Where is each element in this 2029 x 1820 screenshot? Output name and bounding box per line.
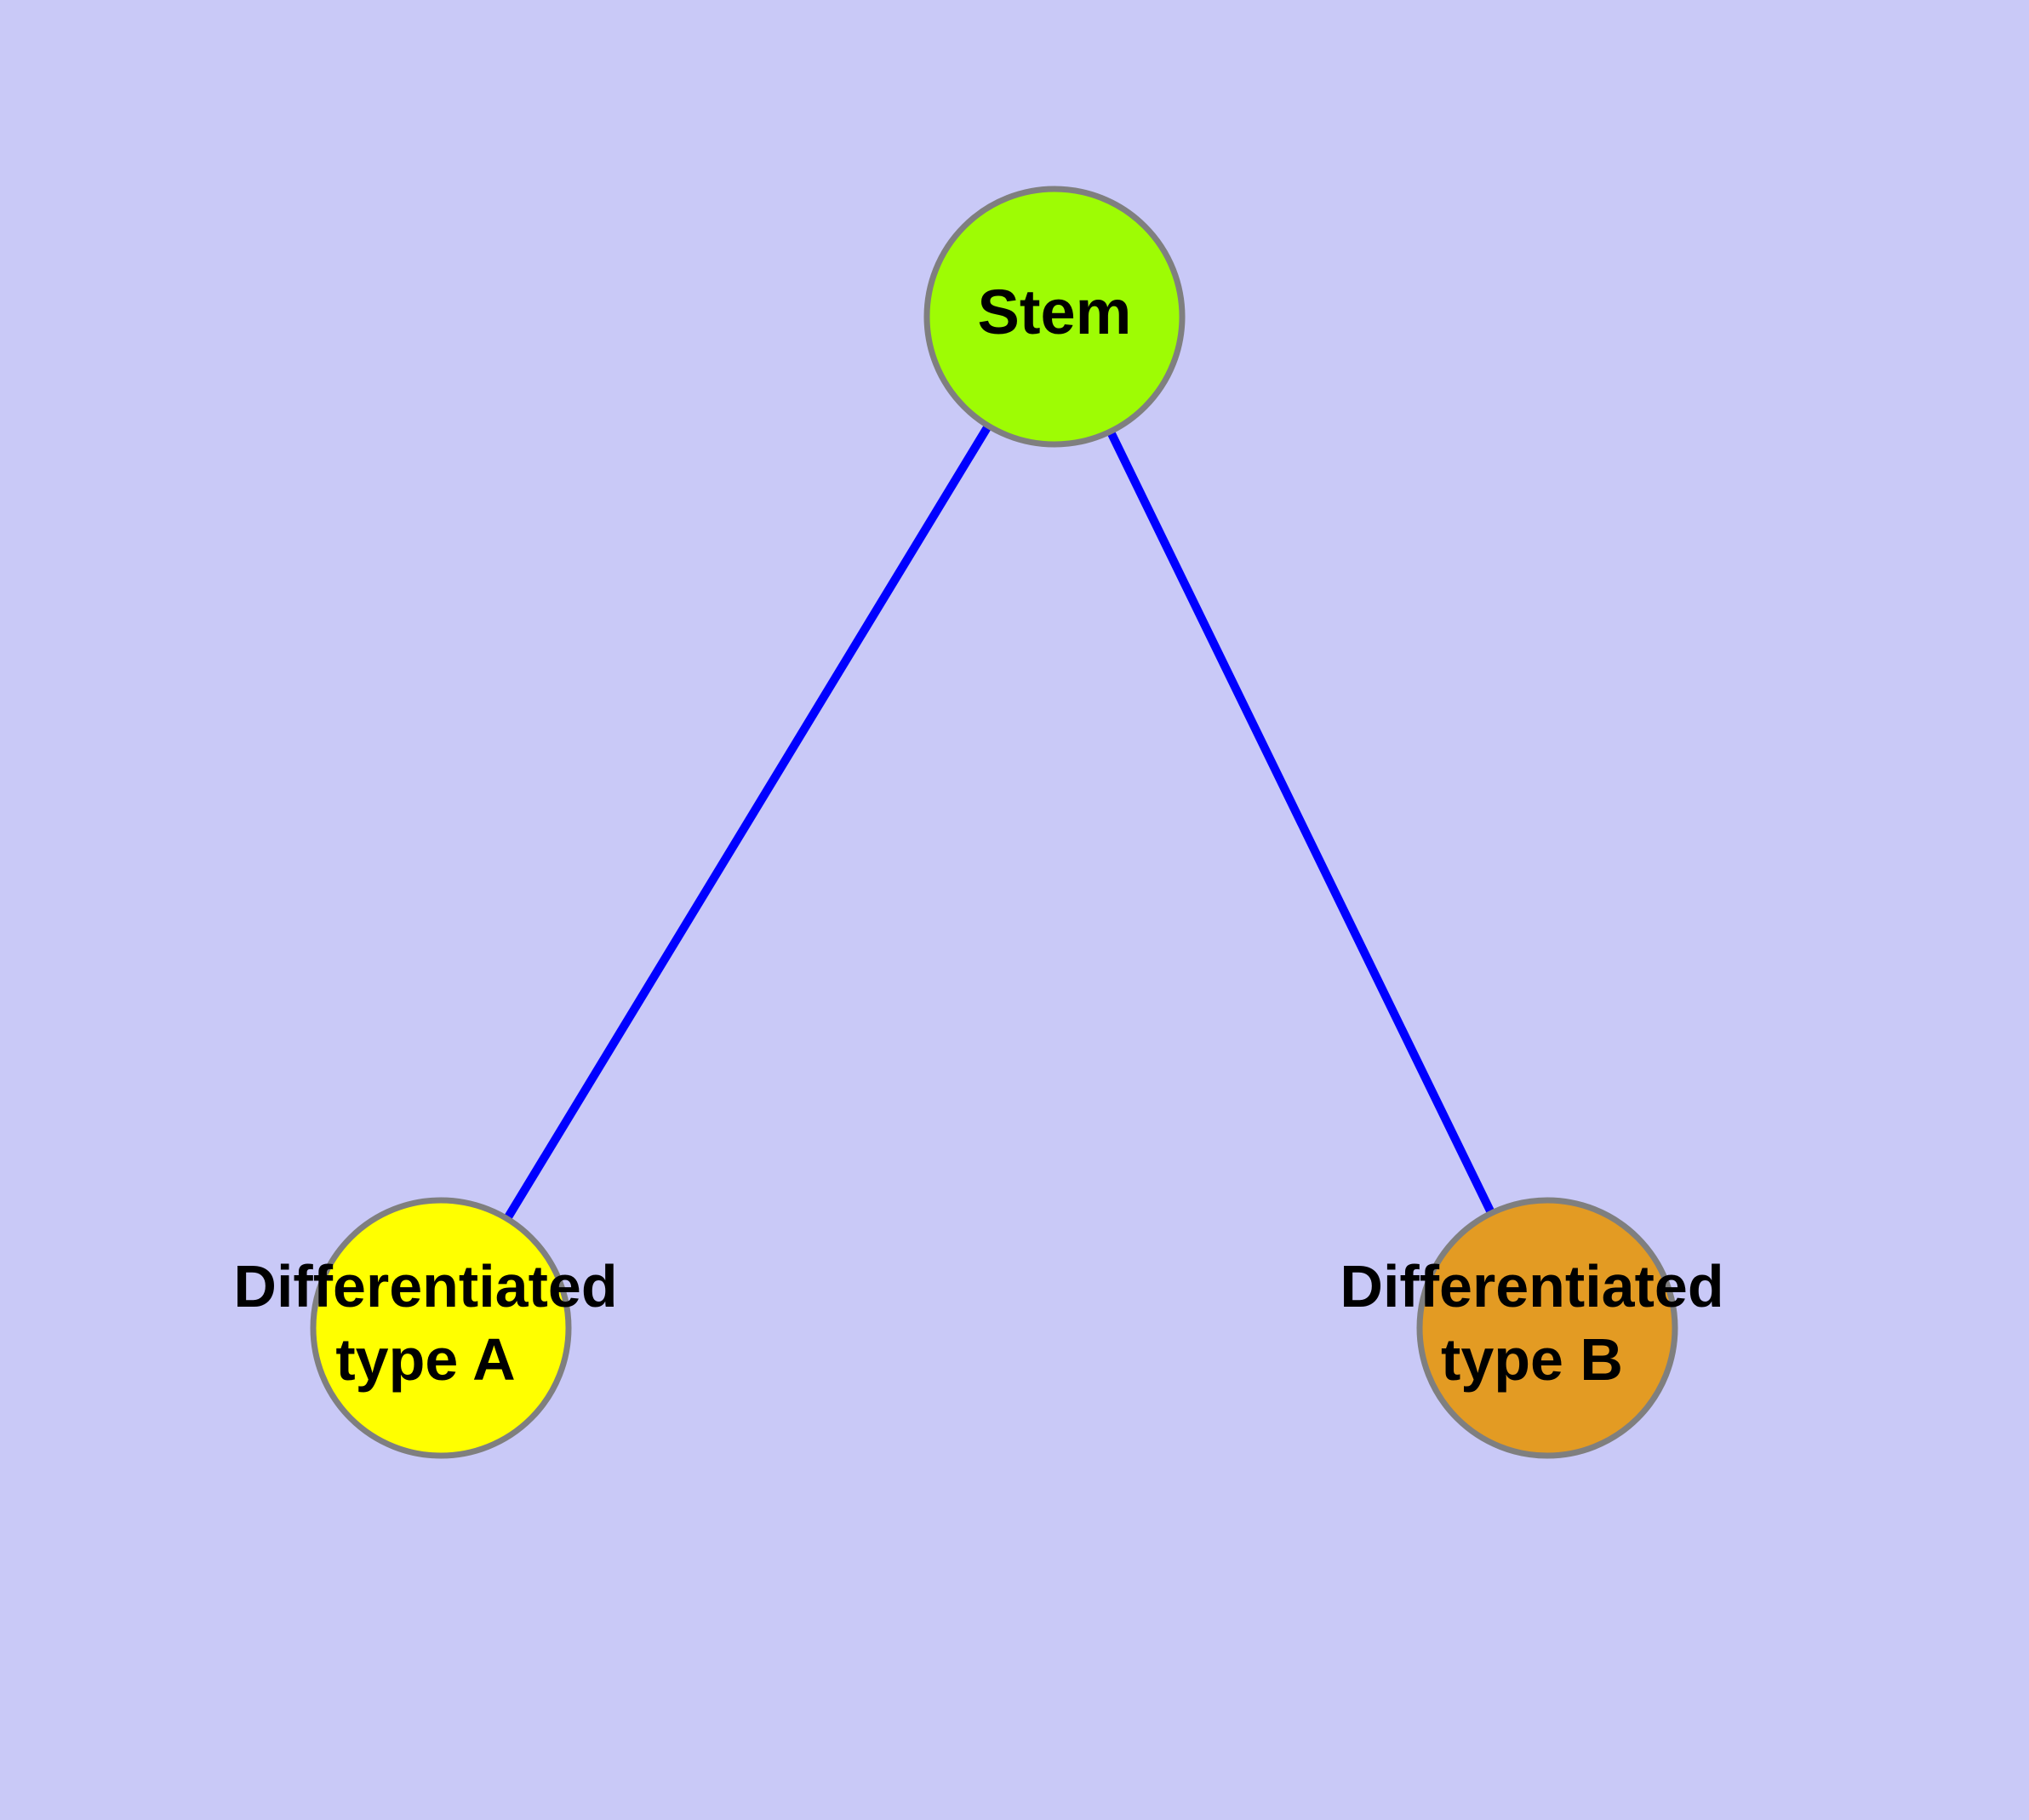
node-label-line: type A [335,1326,515,1393]
node-label-line: Stem [978,277,1132,347]
node-diff_b[interactable] [1416,1197,1678,1459]
node-stem[interactable] [923,186,1186,448]
edge-stem-to-diff_a[interactable] [437,314,1059,1331]
node-label-line: Differentiated [233,1253,617,1319]
node-label-line: Differentiated [1340,1253,1723,1319]
edge-stem-to-diff_b[interactable] [1050,314,1552,1331]
node-label-line: type B [1441,1326,1623,1393]
node-layer [310,186,1678,1459]
node-diff_a[interactable] [310,1197,572,1459]
node-label-diff_a: Differentiated type A [233,1253,617,1393]
node-label-stem: Stem [978,277,1132,347]
node-label-diff_b: Differentiated type B [1340,1253,1723,1393]
edge-layer [437,314,1552,1331]
